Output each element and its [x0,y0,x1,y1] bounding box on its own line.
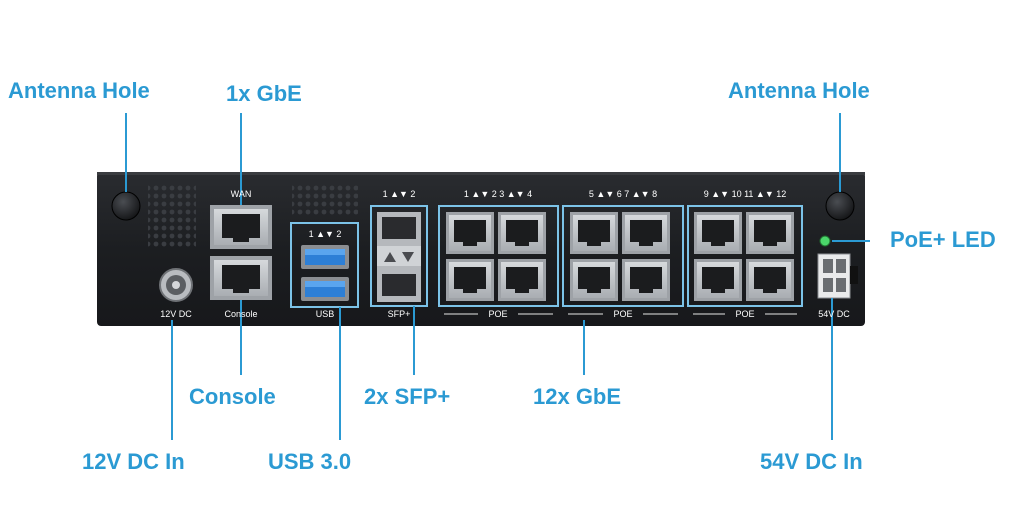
sfp-cage-icon [377,212,421,302]
vent-middle [292,184,358,216]
gbe-group-1-ports-label: 1 ▲▼ 2 3 ▲▼ 4 [463,189,533,199]
callout-poe-led: PoE+ LED [890,227,996,252]
gbe-port-icon [746,212,794,254]
gbe-port-icon [446,212,494,254]
callout-12x-gbe: 12x GbE [533,384,622,409]
usb-port-1-icon [301,245,349,269]
callout-1x-gbe: 1x GbE [226,81,302,106]
gbe-port-icon [498,212,546,254]
gbe-port-icon [446,259,494,301]
usb-port-2-icon [301,277,349,301]
vent-left [148,185,196,247]
callout-12v-dc-in: 12V DC In [82,449,185,474]
dc-jack-12v-icon [159,268,193,302]
dc-terminal-54v-icon [817,253,858,299]
poe-label-2: POE [613,309,633,319]
gbe-port-icon [622,212,670,254]
callout-console: Console [189,384,276,409]
sfp-label: SFP+ [387,309,411,319]
antenna-hole-left-icon [111,191,141,221]
console-label: Console [224,309,258,319]
usb-ports-label: 1 ▲▼ 2 [308,229,342,239]
antenna-hole-right-icon [825,191,855,221]
sfp-ports-label: 1 ▲▼ 2 [382,189,416,199]
gbe-port-icon [498,259,546,301]
callout-antenna-hole-left: Antenna Hole [8,78,150,103]
poe-led-icon [819,235,831,247]
wan-label: WAN [230,189,252,199]
gbe-port-icon [694,212,742,254]
leader-lines [125,113,870,440]
gbe-port-icon [746,259,794,301]
callout-usb-3: USB 3.0 [268,449,352,474]
gbe-port-icon [570,259,618,301]
dc54-label: 54V DC [818,309,850,319]
poe-label-1: POE [488,309,508,319]
gbe-group-3-highlight [687,205,803,307]
gbe-port-icon [694,259,742,301]
callout-antenna-hole-right: Antenna Hole [728,78,870,103]
wan-port-icon [210,205,272,249]
gbe-group-1-highlight [438,205,559,307]
gbe-group-3-ports-label: 9 ▲▼ 10 11 ▲▼ 12 [703,189,787,199]
callout-2x-sfp: 2x SFP+ [364,384,451,409]
sfp-highlight [370,205,428,307]
poe-label-3: POE [735,309,755,319]
dc12-label: 12V DC [160,309,192,319]
console-port-icon [210,256,272,300]
gbe-group-2-highlight [562,205,684,307]
gbe-port-icon [570,212,618,254]
callout-54v-dc-in: 54V DC In [760,449,863,474]
gbe-port-icon [622,259,670,301]
usb-label: USB [315,309,335,319]
usb-highlight [290,222,359,308]
gbe-ports [446,212,794,301]
gbe-group-2-ports-label: 5 ▲▼ 6 7 ▲▼ 8 [588,189,658,199]
